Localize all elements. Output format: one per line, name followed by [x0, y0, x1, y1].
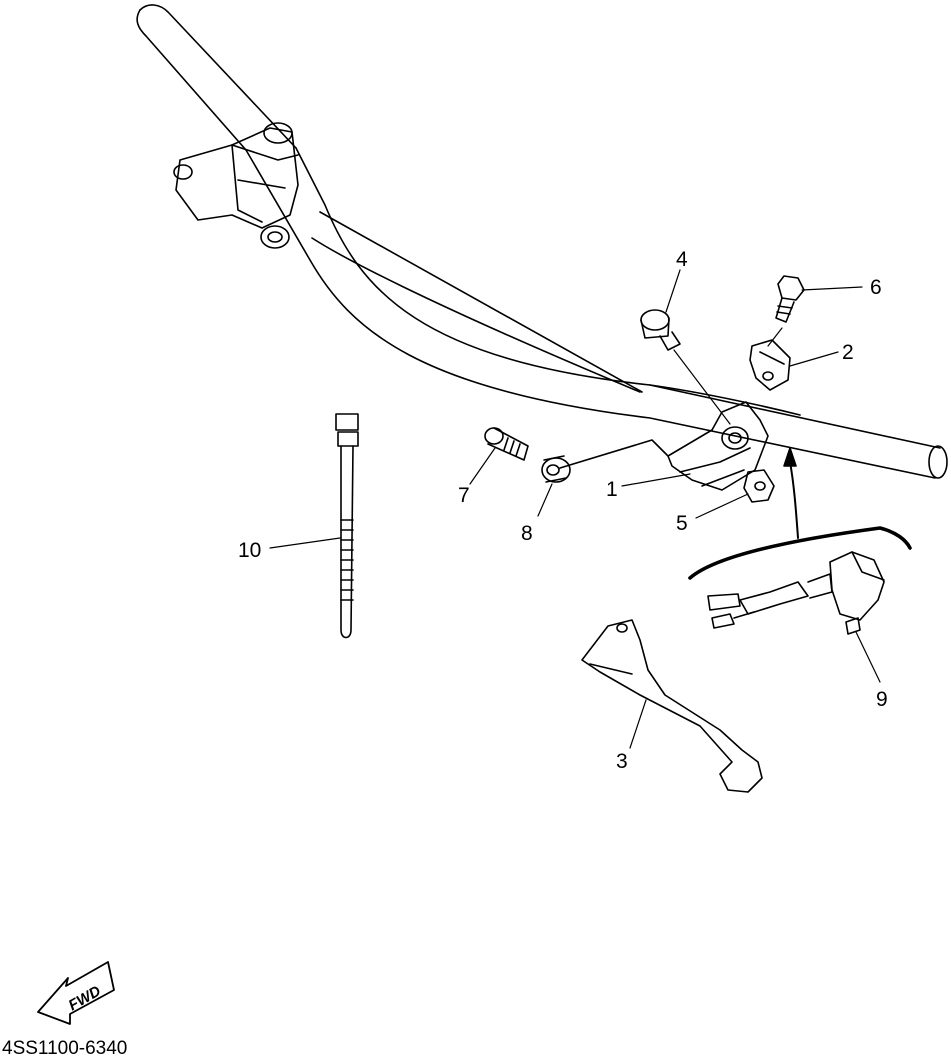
bolt	[485, 428, 528, 460]
callout-9: 9	[876, 688, 888, 711]
fwd-arrow-icon	[38, 962, 114, 1024]
clamp-bolt	[776, 276, 804, 322]
collar	[542, 456, 570, 482]
assembly-arrow	[784, 448, 798, 538]
nut	[744, 470, 774, 502]
callout-8: 8	[521, 522, 533, 545]
handlebar-clamp	[174, 123, 298, 248]
switch-assembly	[690, 528, 910, 634]
cable-tie	[336, 414, 358, 638]
callout-5: 5	[676, 512, 688, 535]
clutch-lever	[582, 620, 762, 792]
handlebar	[137, 5, 947, 478]
lever-holder	[560, 402, 768, 490]
callout-4: 4	[676, 248, 688, 271]
pivot-bolt	[641, 310, 680, 350]
callout-10: 10	[238, 539, 261, 562]
callout-2: 2	[842, 341, 854, 364]
callout-6: 6	[870, 276, 882, 299]
callout-3: 3	[616, 750, 628, 773]
callout-7: 7	[458, 484, 470, 507]
callout-1: 1	[606, 478, 618, 501]
lever-clamp	[750, 340, 790, 390]
fwd-label: FWD	[66, 983, 104, 1015]
leader-lines	[270, 270, 880, 748]
drawing-code: 4SS1100-6340	[2, 1038, 127, 1058]
